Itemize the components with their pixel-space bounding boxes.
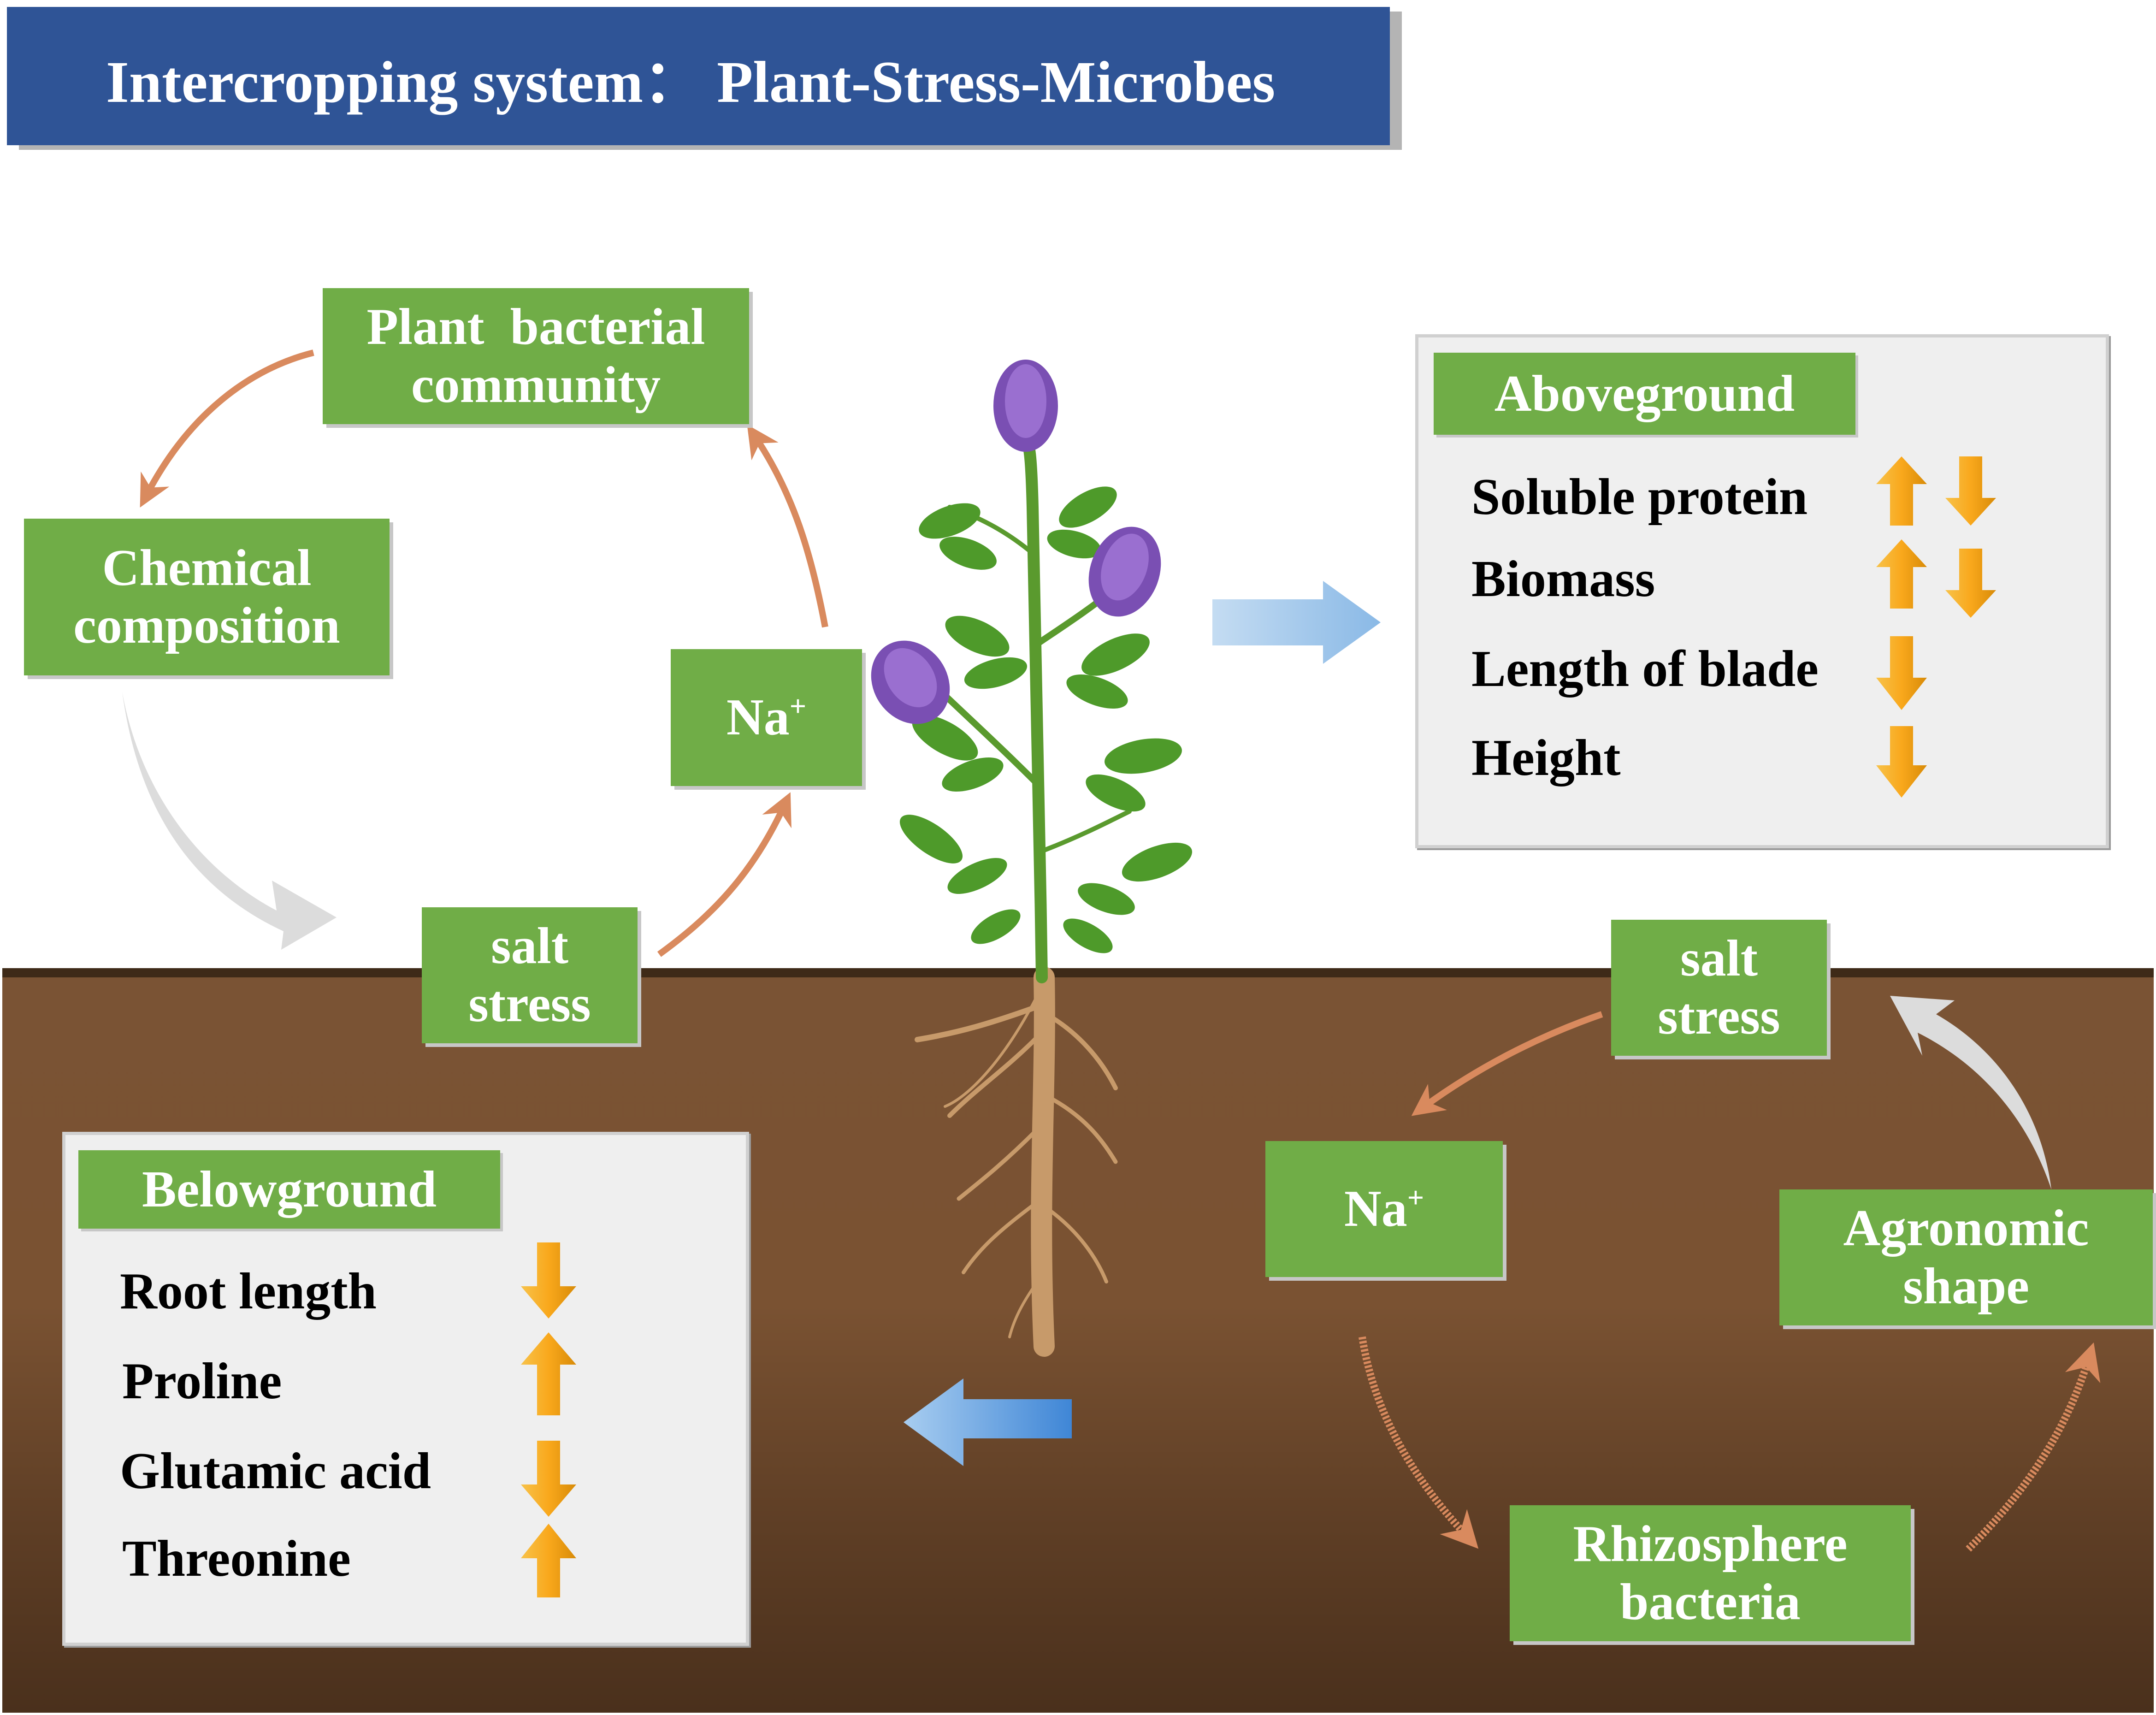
salt-stress-top-line-2: stress — [468, 975, 591, 1033]
up-arrow-icon — [1876, 456, 1927, 526]
belowground-item-root-length: Root length — [120, 1263, 377, 1320]
arrow-rhizosphere-to-agronomic — [1966, 1342, 2101, 1552]
chemical-composition-line-2: composition — [73, 597, 340, 654]
down-arrow-icon — [1945, 456, 1996, 526]
down-arrow-icon — [521, 1242, 576, 1319]
rhizosphere-bacteria-line-1: Rhizosphere — [1573, 1515, 1848, 1573]
belowground-trend-arrows — [521, 1242, 576, 1597]
na-charge-bottom: + — [1407, 1181, 1424, 1214]
arrow-salt-to-na-bottom — [1411, 1011, 1603, 1116]
aboveground-item-length-of-blade: Length of blade — [1471, 640, 1819, 698]
salt-stress-bottom-line-2: stress — [1658, 988, 1780, 1045]
arrow-to-belowground — [904, 1378, 1072, 1466]
belowground-item-proline: Proline — [122, 1353, 282, 1410]
agronomic-shape-box: Agronomic shape — [1779, 1189, 2153, 1325]
agronomic-shape-line-1: Agronomic — [1843, 1200, 2089, 1257]
na-ion-box-bottom: Na+ — [1265, 1141, 1503, 1277]
agronomic-shape-line-2: shape — [1903, 1257, 2029, 1315]
page-title: Intercropping system： Plant-Stress-Micro… — [7, 7, 1390, 145]
arrow-na-to-community — [747, 424, 828, 628]
belowground-heading: Belowground — [78, 1150, 500, 1229]
plant-bacterial-community-box: Plant bacterial community — [323, 288, 749, 424]
salt-stress-bottom-line-1: salt — [1680, 930, 1758, 988]
belowground-item-threonine: Threonine — [122, 1530, 351, 1587]
plant-bacterial-community-line-2: community — [411, 356, 661, 414]
salt-stress-box-top: salt stress — [422, 907, 638, 1043]
arrow-na-to-rhizosphere — [1359, 1336, 1479, 1549]
na-charge-top: + — [789, 689, 807, 722]
na-ion-label-top: Na+ — [726, 688, 807, 746]
salt-stress-box-bottom: salt stress — [1611, 920, 1827, 1056]
down-arrow-icon — [521, 1441, 576, 1517]
na-ion-box-top: Na+ — [671, 649, 862, 786]
chemical-composition-box: Chemical composition — [24, 519, 390, 675]
soil-surface — [2, 968, 2154, 977]
arrow-community-to-chemical — [140, 349, 314, 508]
aboveground-item-soluble-protein: Soluble protein — [1471, 468, 1808, 526]
arrow-to-aboveground — [1212, 581, 1381, 664]
arrow-salt-to-na — [657, 792, 792, 957]
plant-bacterial-community-line-1: Plant bacterial — [366, 298, 705, 356]
arrow-agronomic-to-salt — [1890, 996, 2051, 1189]
aboveground-trend-arrows — [1876, 456, 1996, 798]
up-arrow-icon — [521, 1524, 576, 1597]
belowground-item-glutamic-acid: Glutamic acid — [120, 1443, 431, 1500]
down-arrow-icon — [1876, 726, 1927, 798]
aboveground-heading: Aboveground — [1434, 353, 1855, 435]
rhizosphere-bacteria-box: Rhizosphere bacteria — [1510, 1505, 1911, 1641]
salt-stress-top-line-1: salt — [491, 917, 568, 975]
up-arrow-icon — [1876, 539, 1927, 609]
aboveground-item-biomass: Biomass — [1471, 550, 1655, 608]
chemical-composition-line-1: Chemical — [102, 539, 312, 597]
down-arrow-icon — [1876, 636, 1927, 710]
up-arrow-icon — [521, 1332, 576, 1415]
rhizosphere-bacteria-line-2: bacteria — [1620, 1573, 1801, 1631]
down-arrow-icon — [1945, 549, 1996, 618]
na-ion-label-bottom: Na+ — [1344, 1180, 1424, 1237]
aboveground-item-height: Height — [1471, 729, 1621, 787]
arrow-chemical-to-salt — [122, 692, 337, 950]
alfalfa-plant-icon — [871, 360, 1193, 1357]
